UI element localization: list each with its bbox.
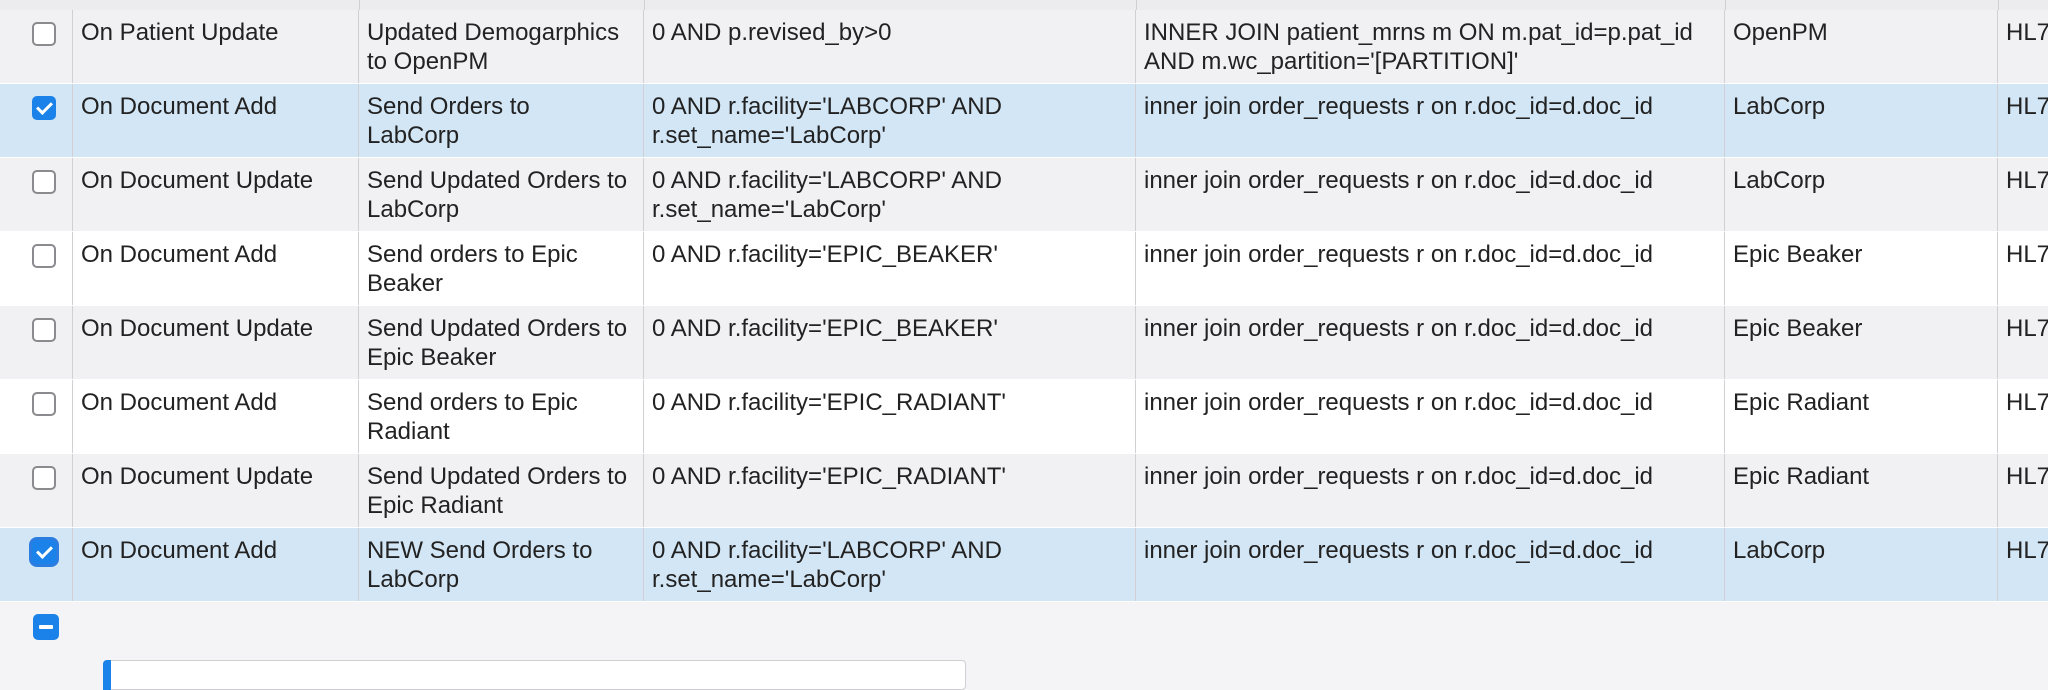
condition-cell: 0 AND r.facility='EPIC_BEAKER' [644,232,1136,305]
event-cell: On Document Add [73,528,359,601]
join-cell: INNER JOIN patient_mrns m ON m.pat_id=p.… [1136,10,1725,83]
checkbox-cell[interactable] [0,232,73,305]
event-cell: On Document Update [73,454,359,527]
description-cell: NEW Send Orders to LabCorp [359,528,644,601]
rules-table: On Patient Update Updated Demogarphics t… [0,10,2048,602]
join-cell: inner join order_requests r on r.doc_id=… [1136,380,1725,453]
destination-cell: Epic Beaker [1725,306,1998,379]
type-cell: HL7 [2006,167,2048,194]
event-cell: On Document Add [73,232,359,305]
destination-cell: Epic Beaker [1725,232,1998,305]
type-cell: HL7 [2006,537,2048,564]
detail-panel [103,660,966,690]
table-row[interactable]: On Document Add Send orders to Epic Radi… [0,380,2048,454]
checkbox-icon[interactable] [32,466,56,490]
description-cell: Send orders to Epic Radiant [359,380,644,453]
event-cell: On Patient Update [73,10,359,83]
condition-cell: 0 AND r.facility='EPIC_RADIANT' [644,380,1136,453]
checkbox-icon[interactable] [32,22,56,46]
condition-cell: 0 AND r.facility='EPIC_BEAKER' [644,306,1136,379]
table-row[interactable]: On Patient Update Updated Demogarphics t… [0,10,2048,84]
destination-cell: LabCorp [1725,528,1998,601]
event-cell: On Document Update [73,158,359,231]
table-row[interactable]: On Document Update Send Updated Orders t… [0,158,2048,232]
table-row[interactable]: On Document Update Send Updated Orders t… [0,454,2048,528]
table-row[interactable]: On Document Add NEW Send Orders to LabCo… [0,528,2048,602]
type-cell: HL7 [2006,19,2048,46]
description-cell: Updated Demogarphics to OpenPM [359,10,644,83]
minus-square-icon[interactable] [33,614,59,640]
type-cell: HL7 [2006,93,2048,120]
event-cell: On Document Add [73,380,359,453]
destination-cell: OpenPM [1725,10,1998,83]
join-cell: inner join order_requests r on r.doc_id=… [1136,158,1725,231]
condition-cell: 0 AND r.facility='EPIC_RADIANT' [644,454,1136,527]
checkbox-icon[interactable] [32,244,56,268]
type-cell: HL7 [2006,241,2048,268]
checkbox-cell[interactable] [0,528,73,601]
checkbox-icon[interactable] [32,96,56,120]
join-cell: inner join order_requests r on r.doc_id=… [1136,528,1725,601]
description-cell: Send Updated Orders to Epic Radiant [359,454,644,527]
destination-cell: Epic Radiant [1725,454,1998,527]
condition-cell: 0 AND r.facility='LABCORP' AND r.set_nam… [644,528,1136,601]
type-cell: HL7 [2006,389,2048,416]
type-cell: HL7 [2006,315,2048,342]
description-cell: Send Orders to LabCorp [359,84,644,157]
condition-cell: 0 AND r.facility='LABCORP' AND r.set_nam… [644,158,1136,231]
join-cell: inner join order_requests r on r.doc_id=… [1136,84,1725,157]
description-cell: Send orders to Epic Beaker [359,232,644,305]
condition-cell: 0 AND r.facility='LABCORP' AND r.set_nam… [644,84,1136,157]
join-cell: inner join order_requests r on r.doc_id=… [1136,232,1725,305]
event-cell: On Document Add [73,84,359,157]
destination-cell: Epic Radiant [1725,380,1998,453]
checkbox-cell[interactable] [0,454,73,527]
checkbox-icon[interactable] [32,540,56,564]
table-row[interactable]: On Document Add Send Orders to LabCorp 0… [0,84,2048,158]
checkbox-cell[interactable] [0,10,73,83]
type-cell: HL7 [2006,463,2048,490]
description-cell: Send Updated Orders to Epic Beaker [359,306,644,379]
header-remnant [0,0,2048,10]
checkbox-icon[interactable] [32,392,56,416]
checkbox-cell[interactable] [0,158,73,231]
condition-cell: 0 AND p.revised_by>0 [644,10,1136,83]
destination-cell: LabCorp [1725,158,1998,231]
event-cell: On Document Update [73,306,359,379]
checkbox-cell[interactable] [0,380,73,453]
description-cell: Send Updated Orders to LabCorp [359,158,644,231]
checkbox-icon[interactable] [32,170,56,194]
destination-cell: LabCorp [1725,84,1998,157]
checkbox-cell[interactable] [0,84,73,157]
table-row[interactable]: On Document Add Send orders to Epic Beak… [0,232,2048,306]
table-row[interactable]: On Document Update Send Updated Orders t… [0,306,2048,380]
join-cell: inner join order_requests r on r.doc_id=… [1136,306,1725,379]
join-cell: inner join order_requests r on r.doc_id=… [1136,454,1725,527]
checkbox-cell[interactable] [0,306,73,379]
checkbox-icon[interactable] [32,318,56,342]
